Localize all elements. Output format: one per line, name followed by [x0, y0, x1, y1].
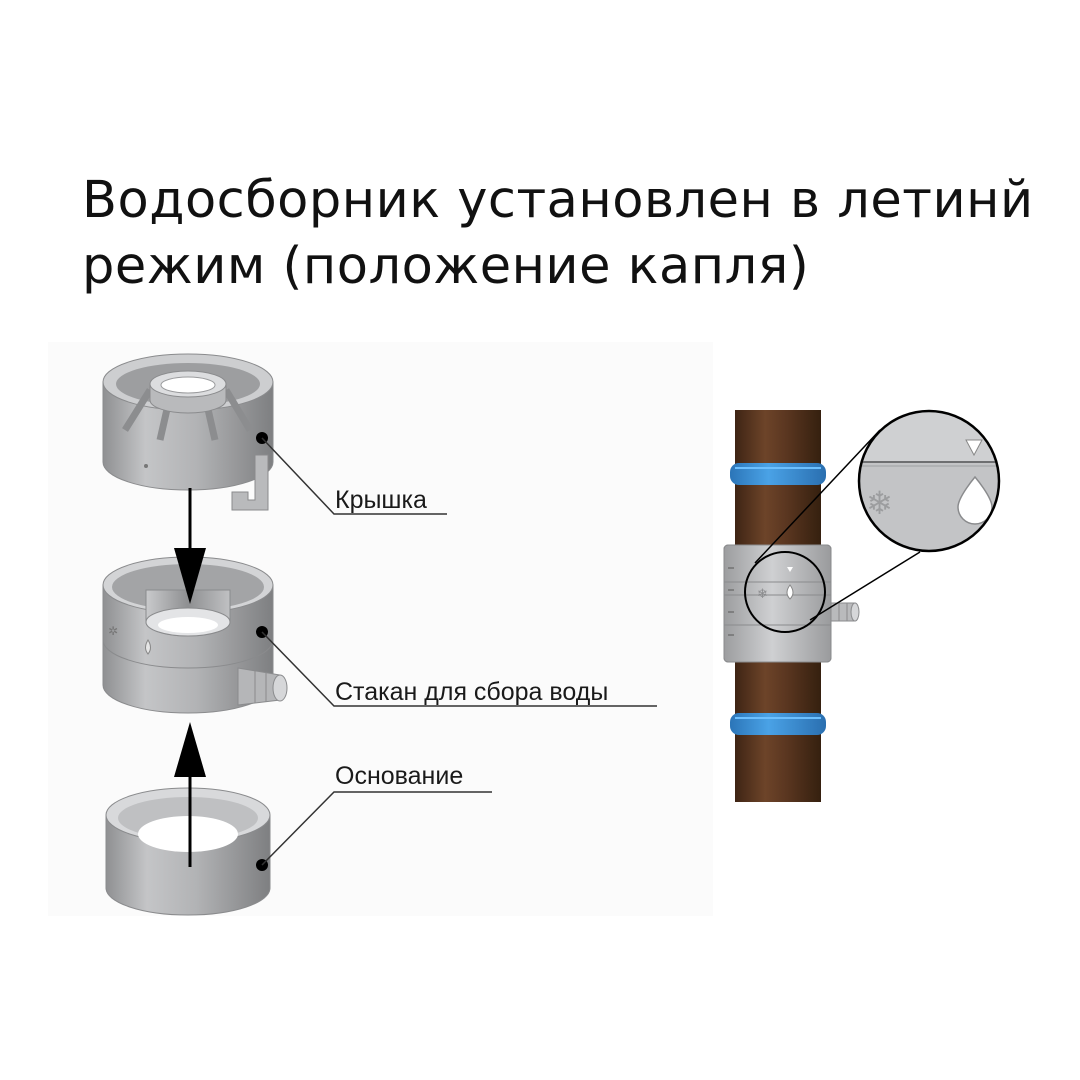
installed-view: ❄	[723, 410, 921, 802]
clamp-bottom	[730, 713, 826, 735]
triangle-marker-icon-small	[787, 567, 793, 572]
arrow-down-icon	[174, 548, 206, 604]
svg-text:✲: ✲	[108, 624, 118, 638]
callout-lid: Крышка	[256, 432, 447, 515]
triangle-marker-icon	[965, 439, 983, 457]
label-lid: Крышка	[335, 486, 427, 514]
title-line-1: Водосборник установлен в летинй	[82, 171, 1034, 230]
cup-part: ✲	[102, 556, 288, 714]
callout-base: Основание	[256, 762, 492, 871]
callout-cup: Стакан для сбора воды	[256, 626, 657, 707]
snowflake-icon-small: ❄	[757, 587, 768, 602]
water-drop-icon-small	[786, 584, 794, 600]
lid-part	[102, 353, 274, 511]
zoom-ring	[857, 409, 1001, 553]
collector-installed: ❄	[723, 544, 860, 663]
water-drop-icon	[957, 475, 993, 525]
assembly-arrows	[174, 488, 206, 867]
base-part	[105, 787, 271, 916]
page-title: Водосборник установлен в летинй режим (п…	[82, 168, 1062, 300]
magnifier-ring	[744, 551, 826, 633]
label-cup: Стакан для сбора воды	[335, 678, 608, 706]
clamp-top	[730, 463, 826, 485]
zoom-detail: ❄	[857, 409, 1001, 553]
label-base: Основание	[335, 762, 463, 790]
snowflake-icon: ❄	[866, 484, 893, 522]
title-line-2: режим (положение капля)	[82, 237, 810, 296]
arrow-up-icon	[174, 722, 206, 777]
